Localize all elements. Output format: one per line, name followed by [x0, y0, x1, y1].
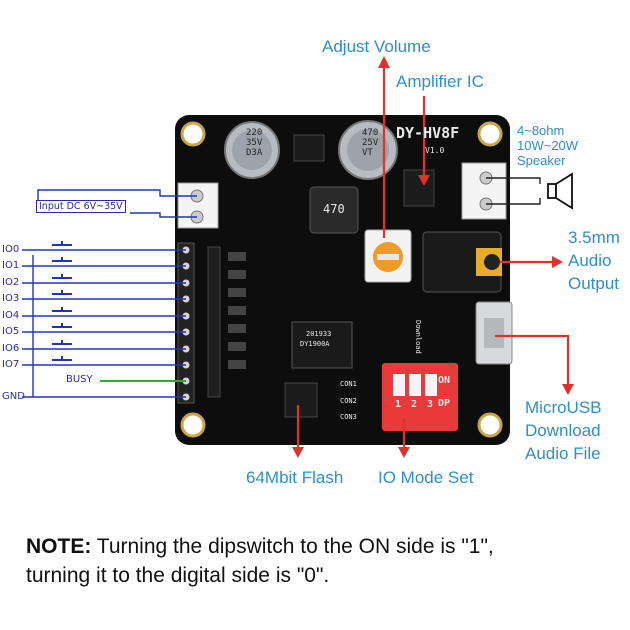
- flash-label: 64Mbit Flash: [246, 468, 344, 487]
- dip-number-2: 2: [411, 399, 418, 410]
- gnd-label: GND: [2, 391, 25, 402]
- amplifier-ic-label: Amplifier IC: [396, 72, 484, 91]
- inductor-label: 470: [323, 202, 345, 216]
- dip-label-dp: DP: [438, 398, 451, 409]
- flash-chip: [284, 382, 318, 418]
- speaker-spec-line1: 4~8ohm: [517, 123, 565, 138]
- note-line1: Turning the dipswitch to the ON side is …: [91, 535, 494, 558]
- download-label: Download: [414, 320, 422, 354]
- volume-potentiometer: [364, 229, 412, 283]
- io-components: [207, 246, 246, 398]
- pin-header: [177, 242, 195, 404]
- con3-label: CON3: [340, 413, 357, 421]
- busy-label: BUSY: [66, 374, 93, 385]
- io-label-6: IO6: [2, 343, 20, 354]
- microusb-line1: MicroUSB: [525, 398, 602, 417]
- dip-switch: [382, 363, 458, 431]
- capacitor-left: [224, 121, 280, 179]
- capacitor-right: [338, 120, 398, 180]
- main-chip: [291, 321, 353, 369]
- note-text: NOTE: Turning the dipswitch to the ON si…: [26, 532, 494, 590]
- io-wires: [22, 249, 186, 398]
- dc-input-wires: [37, 189, 197, 218]
- io-label-2: IO2: [2, 277, 20, 288]
- speaker-spec-line3: Speaker: [517, 153, 566, 168]
- cap-left-voltage: 35V: [246, 138, 263, 148]
- note-bold: NOTE:: [26, 535, 92, 558]
- audio-output-line3: Output: [568, 274, 620, 293]
- dip-number-3: 3: [427, 399, 434, 410]
- adjust-volume-label: Adjust Volume: [322, 37, 431, 56]
- con2-label: CON2: [340, 397, 357, 405]
- dip-number-1: 1: [395, 399, 402, 410]
- cap-right-value: 470: [362, 128, 379, 138]
- dc-input-terminal: [177, 182, 219, 229]
- io-label-5: IO5: [2, 326, 20, 337]
- io-label-0: IO0: [2, 244, 20, 255]
- annotation-arrows: [292, 56, 574, 458]
- micro-usb-port: [475, 301, 513, 365]
- main-chip-label: DY1900A: [300, 340, 330, 348]
- io-label-1: IO1: [2, 260, 20, 271]
- con1-label: CON1: [340, 380, 357, 388]
- io-mode-label: IO Mode Set: [378, 468, 474, 487]
- io-label-3: IO3: [2, 293, 20, 304]
- microusb-line2: Download: [525, 421, 601, 440]
- speaker-terminal: [461, 162, 507, 220]
- cap-right-voltage: 25V: [362, 138, 379, 148]
- microusb-line3: Audio File: [525, 444, 601, 463]
- main-chip-code: 201933: [306, 330, 332, 338]
- board-name: DY-HV8F: [396, 124, 460, 142]
- note-line2: turning it to the digital side is "0".: [26, 564, 330, 587]
- io-label-4: IO4: [2, 310, 20, 321]
- io-label-7: IO7: [2, 359, 20, 370]
- cap-right-code: VT: [362, 148, 373, 158]
- board-version: V1.0: [425, 146, 445, 155]
- audio-output-line1: 3.5mm: [568, 228, 620, 247]
- cap-left-code: D3A: [246, 148, 263, 158]
- cap-left-value: 220: [246, 128, 263, 138]
- push-buttons: [52, 241, 72, 361]
- speaker-icon: [486, 172, 573, 210]
- mounting-holes: [180, 121, 503, 438]
- input-dc-label: Input DC 6V~35V: [36, 200, 126, 213]
- audio-jack: [422, 231, 502, 293]
- audio-output-line2: Audio: [568, 251, 612, 270]
- dip-label-on: ON: [438, 375, 451, 386]
- small-ic: [293, 134, 325, 162]
- inductor: [309, 186, 359, 234]
- speaker-spec-line2: 10W~20W: [517, 138, 579, 153]
